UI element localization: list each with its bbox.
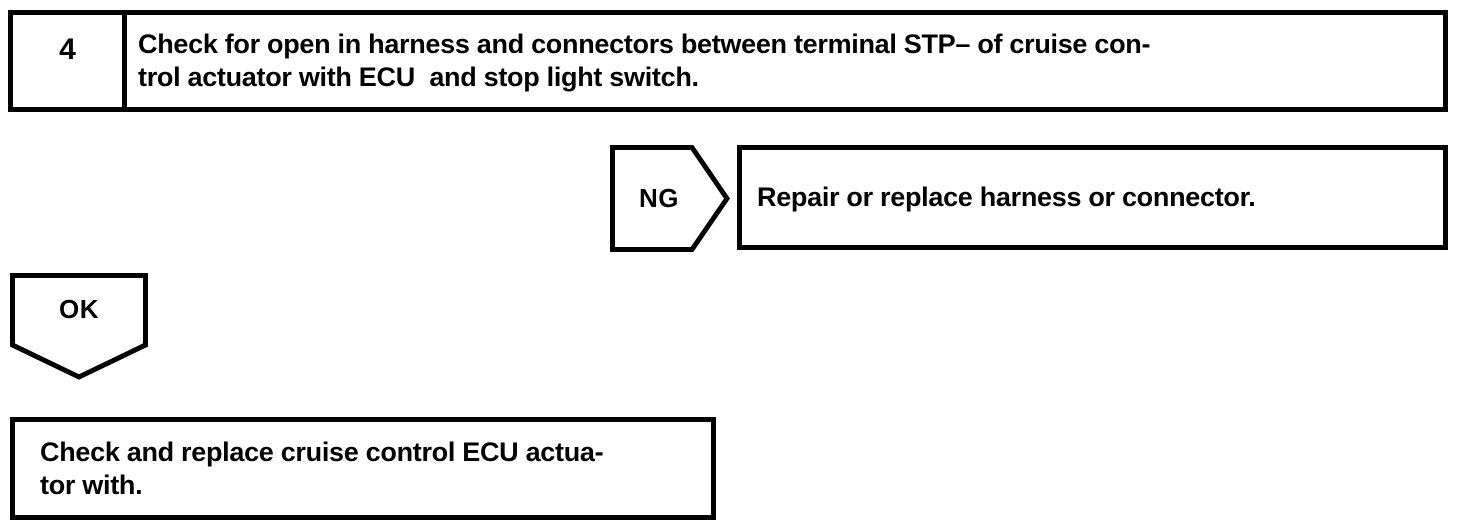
ng-result-line-1: Repair or replace harness or connector.: [757, 182, 1256, 212]
ng-label: NG: [639, 183, 679, 213]
ng-result-box: Repair or replace harness or connector.: [737, 145, 1448, 250]
ok-label: OK: [59, 294, 99, 324]
ng-pentagon-icon: [610, 145, 730, 252]
step-instruction-line-2: trol actuator with ECU and stop light sw…: [138, 62, 699, 92]
ok-result-line-1: Check and replace cruise control ECU act…: [40, 436, 604, 467]
ok-result-box: Check and replace cruise control ECU act…: [10, 417, 716, 520]
step-instruction: Check for open in harness and connectors…: [127, 15, 1443, 107]
ok-result-line-2: tor with.: [40, 469, 143, 500]
step-number: 4: [13, 15, 127, 107]
ok-connector: OK: [10, 273, 148, 380]
ok-pentagon-icon: [10, 273, 148, 380]
step-instruction-line-1: Check for open in harness and connectors…: [138, 29, 1151, 59]
ng-connector: NG: [610, 145, 730, 252]
step-box: 4 Check for open in harness and connecto…: [8, 10, 1448, 112]
